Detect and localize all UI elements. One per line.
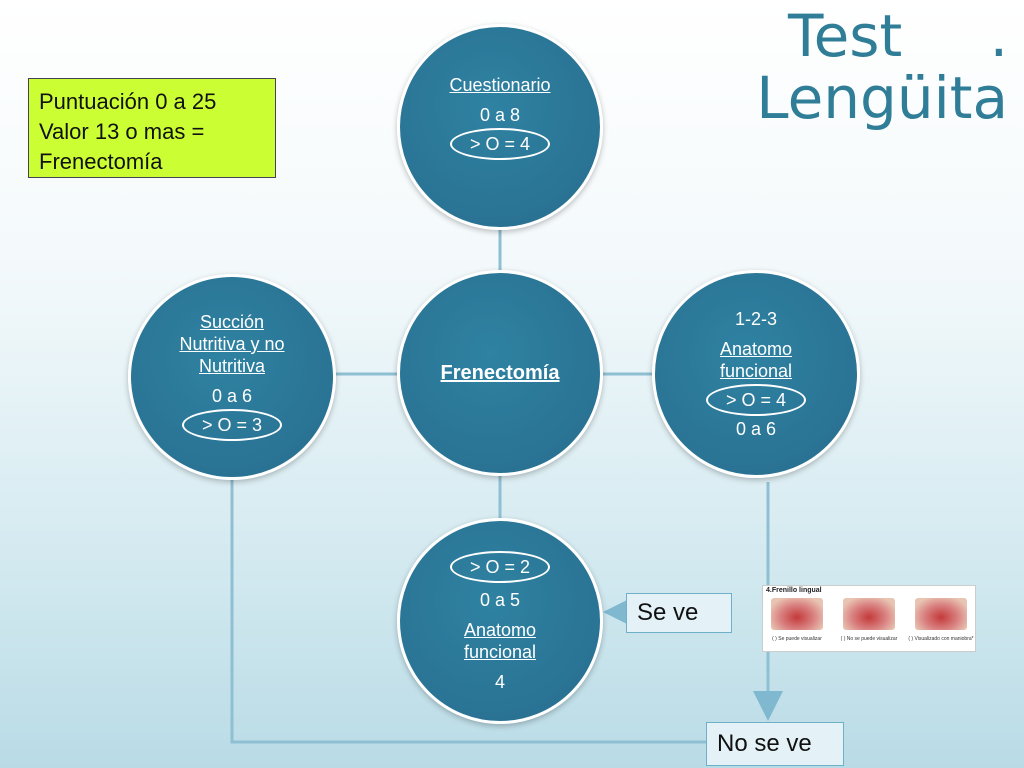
bottom-threshold: > O = 2 bbox=[449, 551, 551, 583]
score-line-2: Valor 13 o mas = bbox=[39, 119, 205, 144]
score-box: Puntuación 0 a 25 Valor 13 o mas = Frene… bbox=[28, 78, 276, 178]
frenillo-photo-card: 4.Frenillo lingual ( ) Se puede visualiz… bbox=[762, 585, 976, 652]
no-se-ve-box: No se ve bbox=[706, 722, 844, 766]
left-range: 0 a 6 bbox=[211, 386, 253, 406]
title-mark: . bbox=[989, 2, 1008, 70]
right-threshold: > O = 4 bbox=[705, 384, 807, 416]
bottom-range: 0 a 5 bbox=[479, 590, 521, 610]
bottom-title-2: funcional bbox=[463, 642, 537, 662]
right-range: 0 a 6 bbox=[735, 419, 777, 439]
cuestionario-threshold: > O = 4 bbox=[449, 128, 551, 160]
right-title-2: funcional bbox=[719, 361, 793, 381]
circle-anatomo-bottom: > O = 2 0 a 5 Anatomo funcional 4 bbox=[397, 518, 603, 724]
left-title-2: Nutritiva y no bbox=[179, 334, 285, 354]
bottom-code: 4 bbox=[494, 672, 505, 692]
photo-caption-2: ( ) No se puede visualizar bbox=[840, 636, 898, 642]
left-threshold: > O = 3 bbox=[181, 409, 283, 441]
left-title-1: Succión bbox=[199, 312, 265, 332]
se-ve-box: Se ve bbox=[626, 593, 732, 633]
connector-left-to-no-se-ve bbox=[230, 478, 706, 744]
slide-title: Test . Lengüita bbox=[748, 6, 1008, 128]
photo-caption-1: ( ) Se puede visualizar bbox=[772, 636, 822, 642]
title-line2: Lengüita bbox=[756, 64, 1008, 132]
cuestionario-title: Cuestionario bbox=[449, 75, 551, 95]
title-word: Test bbox=[788, 2, 903, 70]
cuestionario-range: 0 a 8 bbox=[479, 105, 521, 125]
photo-card-title: 4.Frenillo lingual bbox=[766, 587, 822, 594]
photo-caption-3: ( ) Visualizado con maniobra* bbox=[908, 636, 974, 642]
center-label: Frenectomía bbox=[440, 362, 560, 384]
right-title-1: Anatomo bbox=[719, 339, 793, 359]
right-code: 1-2-3 bbox=[734, 309, 778, 329]
tongue-photo-1 bbox=[771, 598, 823, 630]
bottom-title-1: Anatomo bbox=[463, 620, 537, 640]
left-title-3: Nutritiva bbox=[198, 356, 265, 376]
tongue-photo-2 bbox=[843, 598, 895, 630]
circle-cuestionario: Cuestionario 0 a 8 > O = 4 bbox=[397, 24, 603, 230]
circle-succion: Succión Nutritiva y no Nutritiva 0 a 6 >… bbox=[128, 274, 336, 480]
circle-anatomo-right: 1-2-3 Anatomo funcional > O = 4 0 a 6 bbox=[652, 270, 860, 478]
score-line-1: Puntuación 0 a 25 bbox=[39, 89, 217, 114]
circle-frenectomia: Frenectomía bbox=[397, 270, 603, 476]
score-line-3: Frenectomía bbox=[39, 149, 163, 174]
tongue-photo-3 bbox=[915, 598, 967, 630]
